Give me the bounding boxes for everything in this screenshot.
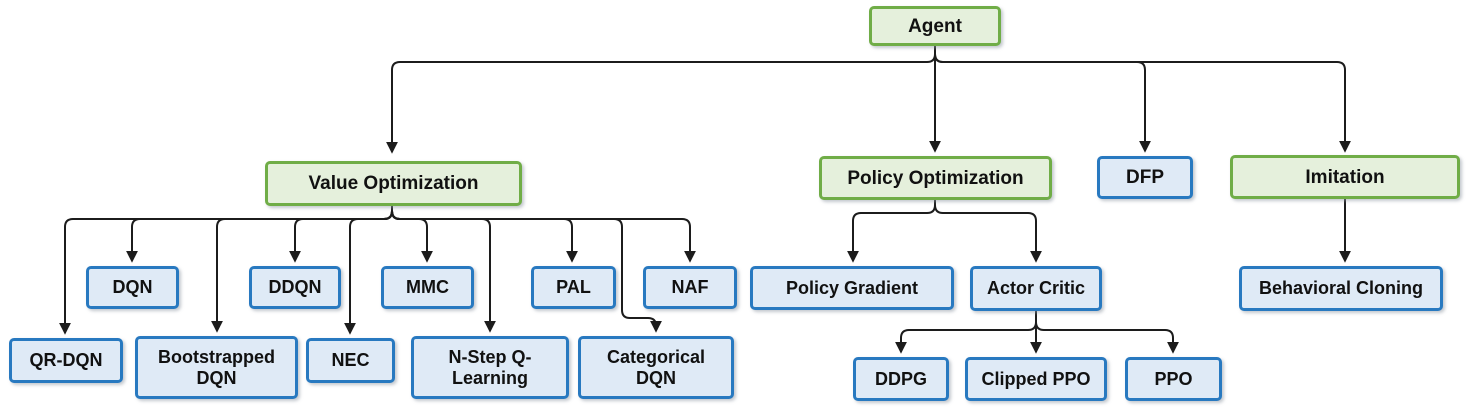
node-clipped-ppo-label: Clipped PPO	[981, 368, 1091, 389]
node-imitation: Imitation	[1230, 155, 1460, 199]
edge-agent-imitation	[934, 46, 1351, 153]
node-dfp: DFP	[1097, 156, 1193, 199]
node-bootstrapped-dqn: Bootstrapped DQN	[135, 336, 298, 399]
node-pal: PAL	[531, 266, 616, 309]
node-n-step-q-learning-label: N-Step Q-Learning	[448, 346, 532, 388]
node-qr-dqn: QR-DQN	[9, 338, 123, 383]
node-policy-gradient-label: Policy Gradient	[785, 277, 919, 298]
node-dqn: DQN	[86, 266, 179, 309]
node-agent: Agent	[869, 6, 1001, 46]
node-bootstrapped-dqn-label: Bootstrapped DQN	[158, 346, 275, 388]
node-imitation-label: Imitation	[1305, 166, 1385, 188]
node-mmc: MMC	[381, 266, 474, 309]
node-pal-label: PAL	[556, 277, 591, 297]
node-categorical-dqn-label: Categorical DQN	[606, 346, 706, 388]
node-value-optimization: Value Optimization	[265, 161, 522, 206]
node-value-optimization-label: Value Optimization	[308, 173, 479, 194]
edge-po-actor-critic	[934, 199, 1042, 263]
node-ppo-label: PPO	[1154, 368, 1193, 389]
node-ddqn: DDQN	[249, 266, 341, 309]
edge-vo-ddqn	[289, 206, 393, 263]
edge-vo-dqn	[126, 206, 393, 263]
node-behavioral-cloning-label: Behavioral Cloning	[1258, 278, 1424, 298]
edge-vo-pal	[391, 206, 578, 263]
node-behavioral-cloning: Behavioral Cloning	[1239, 266, 1443, 311]
node-qr-dqn-label: QR-DQN	[29, 350, 103, 370]
edge-po-policy-gradient	[847, 199, 936, 263]
node-nec-label: NEC	[331, 350, 370, 370]
node-ddpg: DDPG	[853, 357, 949, 401]
node-policy-optimization: Policy Optimization	[819, 156, 1052, 200]
edge-ac-ppo	[1035, 309, 1179, 354]
node-ddqn-label: DDQN	[268, 277, 322, 297]
node-nec: NEC	[306, 338, 395, 383]
node-actor-critic: Actor Critic	[970, 266, 1102, 311]
node-actor-critic-label: Actor Critic	[986, 278, 1085, 298]
node-clipped-ppo: Clipped PPO	[965, 357, 1107, 401]
edge-vo-mmc	[391, 206, 433, 263]
edge-vo-naf	[391, 206, 696, 263]
node-n-step-q-learning: N-Step Q-Learning	[411, 336, 569, 399]
node-categorical-dqn: Categorical DQN	[578, 336, 734, 399]
node-ddpg-label: DDPG	[874, 368, 927, 389]
node-naf-label: NAF	[671, 277, 709, 297]
edge-ac-ddpg	[895, 309, 1037, 354]
node-policy-optimization-label: Policy Optimization	[847, 167, 1024, 189]
node-policy-gradient: Policy Gradient	[750, 266, 954, 310]
node-ppo: PPO	[1125, 357, 1222, 401]
node-naf: NAF	[643, 266, 737, 309]
node-mmc-label: MMC	[406, 277, 449, 297]
node-dfp-label: DFP	[1126, 167, 1164, 188]
node-dqn-label: DQN	[112, 277, 153, 297]
node-agent-label: Agent	[908, 15, 962, 37]
edge-agent-value-optimization	[386, 46, 936, 154]
